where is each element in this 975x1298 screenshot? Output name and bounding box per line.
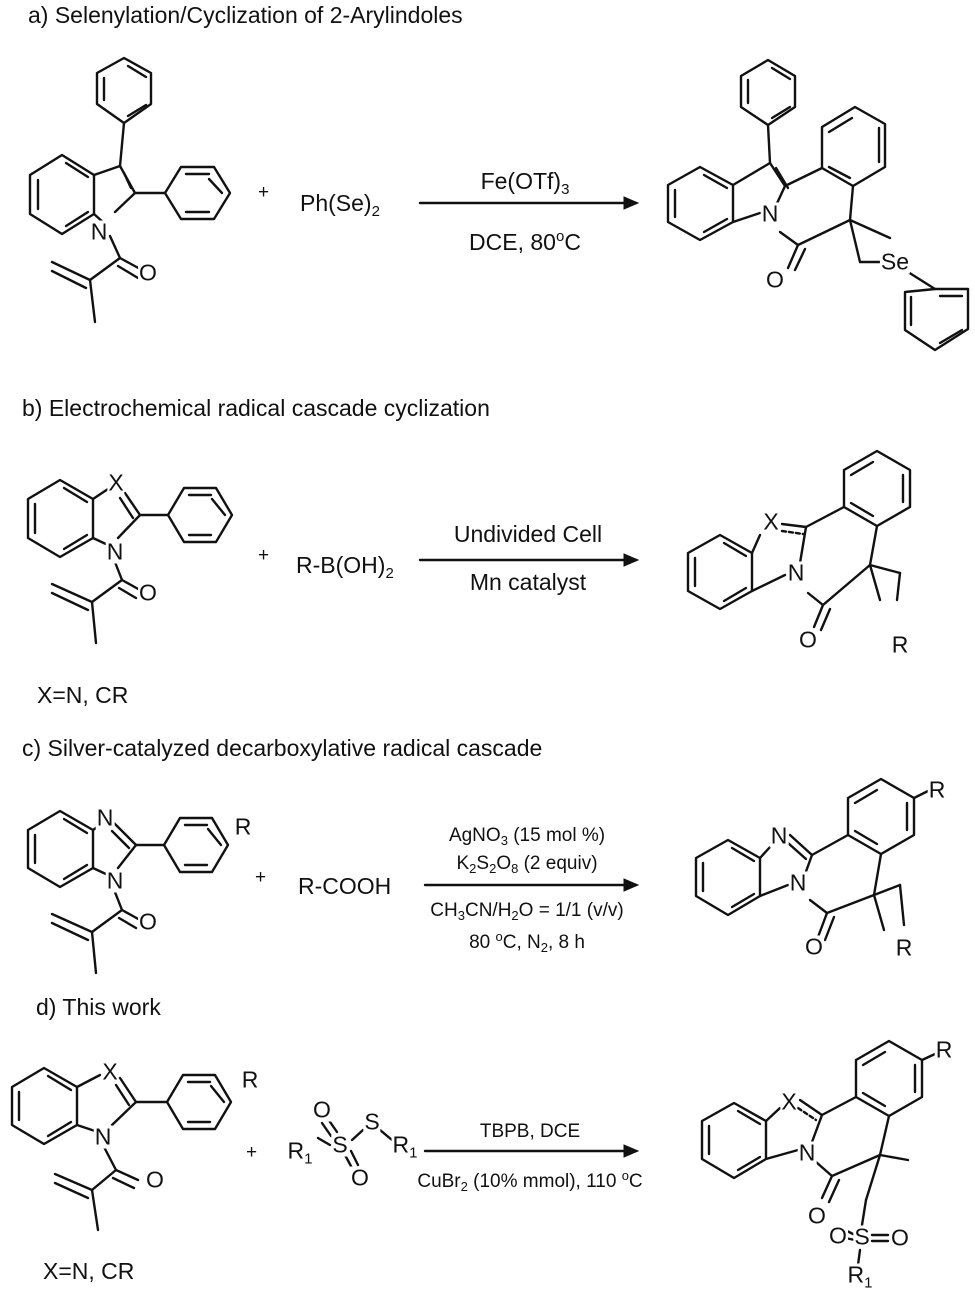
substituent-note: X=N, CR xyxy=(43,1258,135,1284)
atom-o-product: O xyxy=(798,626,818,653)
condition-catalyst: Fe(OTf)3 xyxy=(480,168,570,198)
atom-x-product: X xyxy=(780,1088,798,1115)
atom-r-aryl: R xyxy=(240,1066,260,1093)
atom-o: O xyxy=(138,579,158,606)
product-benzene-right xyxy=(820,105,887,188)
phenyl-ring xyxy=(166,486,234,544)
atom-r: R xyxy=(890,631,910,658)
condition-cell: Undivided Cell xyxy=(453,521,603,547)
scheme-a-title: a) Selenylation/Cyclization of 2-Arylind… xyxy=(28,2,463,28)
atom-r1-right: R1 xyxy=(391,1131,419,1162)
atom-n-product: N xyxy=(786,559,806,586)
reagent-boronic-acid: R-B(OH)2 xyxy=(296,552,394,582)
atom-n-top-product: N xyxy=(769,822,789,849)
condition-catalyst: Mn catalyst xyxy=(469,569,587,595)
scheme-d: d) This work X N R O + O S O S R1 R1 TBP… xyxy=(0,990,975,1298)
atom-o: O xyxy=(138,908,158,935)
atom-n: N xyxy=(105,867,125,894)
product-benzene-left xyxy=(666,165,735,242)
aryl-ring xyxy=(162,816,230,874)
atom-x-product: X xyxy=(762,508,780,535)
condition-solvent: CH3CN/H2O = 1/1 (v/v) xyxy=(430,900,624,923)
scheme-b-structures xyxy=(26,449,912,645)
scheme-d-title: d) This work xyxy=(36,994,161,1020)
atom-r1-left: R1 xyxy=(286,1137,314,1168)
atom-sulfonyl-s-product: S xyxy=(853,1223,871,1250)
atom-o: O xyxy=(138,259,158,286)
scheme-c-structures xyxy=(26,777,930,975)
atom-x: X xyxy=(107,469,125,496)
product-phenyl-top xyxy=(739,58,797,127)
plus-sign: + xyxy=(258,182,270,203)
condition-copper-temp: CuBr2 (10% mmol), 110 oC xyxy=(417,1168,643,1194)
indole-pyrrole-ring xyxy=(92,164,137,214)
benzo-ring xyxy=(26,478,95,559)
scheme-a-structures xyxy=(28,56,970,352)
atom-o-product: O xyxy=(765,266,785,293)
atom-n: N xyxy=(105,538,125,565)
reagent-carboxylic-acid: R-COOH xyxy=(298,873,392,899)
atom-n: N xyxy=(89,218,109,245)
scheme-a: a) Selenylation/Cyclization of 2-Arylind… xyxy=(0,0,975,395)
plus-sign: + xyxy=(246,1142,258,1163)
condition-temp-atmosphere: 80 oC, N2, 8 h xyxy=(469,929,585,955)
atom-r1-product: R1 xyxy=(846,1261,874,1292)
atom-o-product: O xyxy=(807,1202,827,1229)
benzo-ring xyxy=(26,809,95,889)
atom-n-product: N xyxy=(788,869,808,896)
atom-x: X xyxy=(101,1058,119,1085)
atom-r-aryl-product: R xyxy=(927,776,947,803)
phenyl-ring-right xyxy=(163,165,232,221)
atom-sulfonyl-o-bottom: O xyxy=(350,1164,370,1191)
aryl-ring xyxy=(165,1073,233,1131)
product-benzene-ring xyxy=(842,449,912,528)
indole-benzene-ring xyxy=(28,153,96,236)
condition-oxidant-silver: AgNO3 (15 mol %) xyxy=(448,825,606,848)
scheme-b-title: b) Electrochemical radical cascade cycli… xyxy=(22,395,490,421)
atom-sulfonyl-o-top: O xyxy=(312,1096,332,1123)
benzo-ring xyxy=(10,1066,79,1146)
atom-sulfonyl-o-right: O xyxy=(890,1224,910,1251)
scheme-d-structures xyxy=(10,1039,937,1267)
atom-sulfonyl-s: S xyxy=(331,1131,349,1158)
product-benzene-ring xyxy=(846,777,916,856)
atom-sulfonyl-o-left: O xyxy=(828,1222,848,1249)
product-selenophenyl-ring xyxy=(903,287,970,352)
condition-persulfate: K2S2O8 (2 equiv) xyxy=(456,853,598,876)
atom-se: Se xyxy=(879,248,911,275)
atom-o-product: O xyxy=(804,933,824,960)
phenyl-ring-top xyxy=(95,56,153,125)
atom-n-top: N xyxy=(95,804,115,831)
product-benzo-ring xyxy=(694,838,762,917)
atom-r-aryl: R xyxy=(233,813,253,840)
scheme-c: c) Silver-catalyzed decarboxylative radi… xyxy=(0,725,975,990)
product-benzo-ring xyxy=(686,533,754,611)
atom-n-product: N xyxy=(797,1139,817,1166)
product-benzo-ring xyxy=(700,1101,768,1180)
product-benzene-ring xyxy=(854,1039,924,1118)
scheme-c-title: c) Silver-catalyzed decarboxylative radi… xyxy=(22,735,543,761)
reagent-diphenyl-diselenide: Ph(Se)2 xyxy=(300,190,380,220)
atom-sulfenyl-s: S xyxy=(363,1108,381,1135)
atom-o: O xyxy=(145,1166,165,1193)
atom-r-aryl-product: R xyxy=(934,1036,954,1063)
substituent-note: X=N, CR xyxy=(37,682,129,708)
plus-sign: + xyxy=(255,867,267,888)
condition-solvent-temp: DCE, 80oC xyxy=(469,228,581,255)
scheme-b: b) Electrochemical radical cascade cycli… xyxy=(0,395,975,725)
atom-n: N xyxy=(93,1123,113,1150)
atom-n-product: N xyxy=(760,200,780,227)
plus-sign: + xyxy=(258,545,270,566)
condition-oxidant-solvent: TBPB, DCE xyxy=(479,1121,581,1142)
atom-r-methylene: R xyxy=(894,934,914,961)
